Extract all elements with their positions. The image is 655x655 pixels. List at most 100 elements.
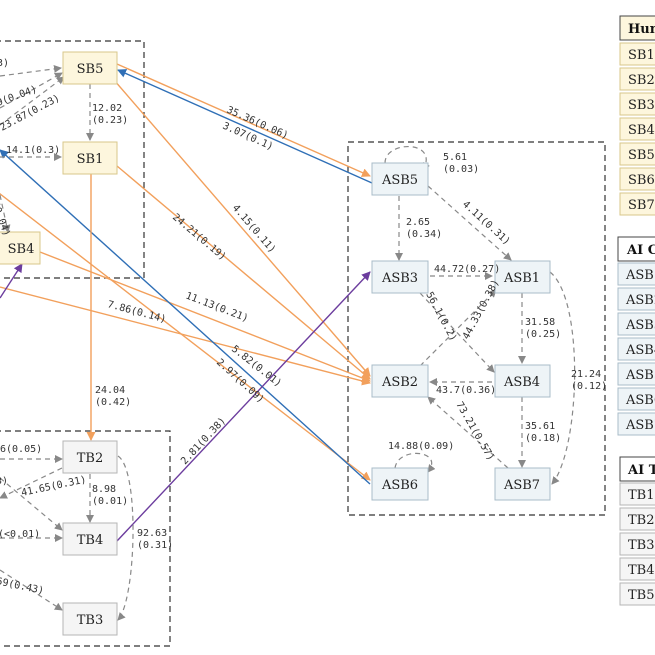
edge-sb5-asb2 <box>113 79 371 377</box>
label-asb4-asb7-1: 35.61 <box>525 421 555 432</box>
legend-human-item: SB1 <box>619 42 655 66</box>
legend-ai-item-label: ASB3 <box>625 318 655 333</box>
legend-tb-item-label: TB3 <box>628 538 655 553</box>
node-tb3[interactable]: TB3 <box>62 602 118 636</box>
legend-human-item-label: SB3 <box>628 98 655 113</box>
legend-ai: AI C ASB1ASB2ASB3ASB4ASB5ASB6ASB7 <box>617 236 655 436</box>
edge-left-sb4-purple <box>0 263 23 299</box>
label-left-sb1: 14.1(0.3) <box>6 145 60 156</box>
edge-asb3-asb4 <box>419 292 495 373</box>
node-sb5-label: SB5 <box>77 62 104 77</box>
label-left-tb3: 59(0.43) <box>0 576 45 597</box>
label-asb3-asb1: 44.72(0.27) <box>434 264 500 275</box>
node-asb5-label: ASB5 <box>381 173 418 188</box>
label-left-sb5-a: 3) <box>0 58 9 69</box>
edge-left-asb2 <box>0 286 371 386</box>
edge-asb5-self <box>384 145 430 171</box>
legend-human-item: SB5 <box>619 142 655 166</box>
legend-tb-item: TB5 <box>619 582 655 606</box>
label-sb4-asb2: 11.13(0.21) <box>184 291 250 325</box>
label-tb2-tb3-1: 92.63 <box>137 528 167 539</box>
node-asb5[interactable]: ASB5 <box>371 162 429 196</box>
label-left-tb4-b: 41.65(0.31) <box>20 474 87 499</box>
edge-sb1-asb6 <box>0 192 371 481</box>
label-tb2-tb4-1: 8.98 <box>92 484 116 495</box>
edge-left-sb5-1 <box>0 64 62 77</box>
label-left-tb2: 6(0.05) <box>0 444 42 455</box>
label-left-tb4-c: (<0.01) <box>0 529 40 540</box>
nodes: SB5 SB1 SB4 ASB5 ASB3 ASB1 ASB2 ASB4 <box>0 51 551 636</box>
legend-ai-item-label: ASB6 <box>625 393 655 408</box>
label-asb1-asb7-2: (0.12) <box>571 381 607 392</box>
legend-ai-item-label: ASB5 <box>625 368 655 383</box>
legend-ai-item-label: ASB7 <box>625 418 655 433</box>
label-left-sb4: (0.04) <box>0 200 12 238</box>
edge-asb6-sb1 <box>0 149 371 485</box>
legend-human-item-label: SB4 <box>628 123 655 138</box>
label-tb4-asb3: 2.81(0.38) <box>179 416 228 468</box>
edge-sb4-asb2 <box>39 251 371 383</box>
edge-tb2-tb3 <box>117 455 134 621</box>
edge-left-sb4 <box>0 194 11 233</box>
node-tb4[interactable]: TB4 <box>62 522 118 556</box>
node-asb4[interactable]: ASB4 <box>494 364 551 398</box>
node-sb1[interactable]: SB1 <box>62 141 118 175</box>
node-asb1[interactable]: ASB1 <box>494 260 551 294</box>
legend-human-item: SB3 <box>619 92 655 116</box>
node-asb2[interactable]: ASB2 <box>371 364 429 398</box>
legend-tb-item: TB1 <box>619 482 655 506</box>
node-asb6[interactable]: ASB6 <box>371 467 429 501</box>
label-asb5-asb3-1: 2.65 <box>406 217 430 228</box>
legend-ai-item-label: ASB2 <box>625 293 655 308</box>
node-sb4[interactable]: SB4 <box>0 231 41 265</box>
node-tb3-label: TB3 <box>77 613 104 628</box>
node-sb5[interactable]: SB5 <box>62 51 118 85</box>
node-asb4-label: ASB4 <box>503 375 540 390</box>
label-asb5-asb1: 4.11(0.31) <box>460 199 512 247</box>
edge-sb1-asb2 <box>116 165 371 380</box>
label-asb1-asb7-1: 21.24 <box>571 369 601 380</box>
legend-tb-item-label: TB2 <box>628 513 655 528</box>
legend-ai-item: ASB4 <box>617 337 655 361</box>
label-asb7-asb2: 73.21(0.57) <box>453 400 496 463</box>
legend-ai-item: ASB5 <box>617 362 655 386</box>
tb-group-box <box>0 430 171 647</box>
label-sb5-asb2: 4.15(0.11) <box>230 203 278 256</box>
node-asb1-label: ASB1 <box>503 271 540 286</box>
legend-ai-item: ASB1 <box>617 262 655 286</box>
node-tb2-label: TB2 <box>77 451 104 466</box>
inline-edge-labels: 3) 9(0.04) 23.87(0.23) 14.1(0.3) (0.04) … <box>0 58 512 597</box>
label-asb1-asb4-2: (0.25) <box>525 329 561 340</box>
edge-asb6-self <box>394 452 436 473</box>
label-tb2-tb3-2: (0.31) <box>137 540 173 551</box>
label-left-asb2: 7.86(0.14) <box>106 299 167 325</box>
legend-ai-item: ASB3 <box>617 312 655 336</box>
legend-ai-items: ASB1ASB2ASB3ASB4ASB5ASB6ASB7 <box>617 262 655 436</box>
node-asb3[interactable]: ASB3 <box>371 260 429 294</box>
human-group-box <box>0 40 145 279</box>
legend-ai-title: AI C <box>626 243 655 258</box>
label-left-tb4-a: 3) <box>0 476 8 487</box>
label-asb2-asb1: 44.33(0.38) <box>461 278 502 342</box>
node-sb1-label: SB1 <box>77 152 104 167</box>
node-asb6-label: ASB6 <box>381 478 418 493</box>
gray-edges <box>0 64 576 621</box>
legend-human-item: SB7 <box>619 192 655 216</box>
label-sb5-sb1-2: (0.23) <box>92 115 128 126</box>
label-sb5-sb1-1: 12.02 <box>92 103 122 114</box>
node-asb7[interactable]: ASB7 <box>494 467 551 501</box>
edge-left-sb5-3 <box>0 76 65 126</box>
legend-tb-item: TB2 <box>619 507 655 531</box>
edge-left-tb4-1 <box>0 477 63 531</box>
legend-human-item-label: SB7 <box>628 198 655 213</box>
legend-human-item-label: SB5 <box>628 148 655 163</box>
node-asb3-label: ASB3 <box>381 271 418 286</box>
label-asb5-self-2: (0.03) <box>443 164 479 175</box>
edge-tb4-asb3 <box>116 271 371 542</box>
edge-left-tb3 <box>0 569 63 611</box>
edge-sb5-asb5 <box>116 63 371 177</box>
node-tb2[interactable]: TB2 <box>62 440 118 474</box>
